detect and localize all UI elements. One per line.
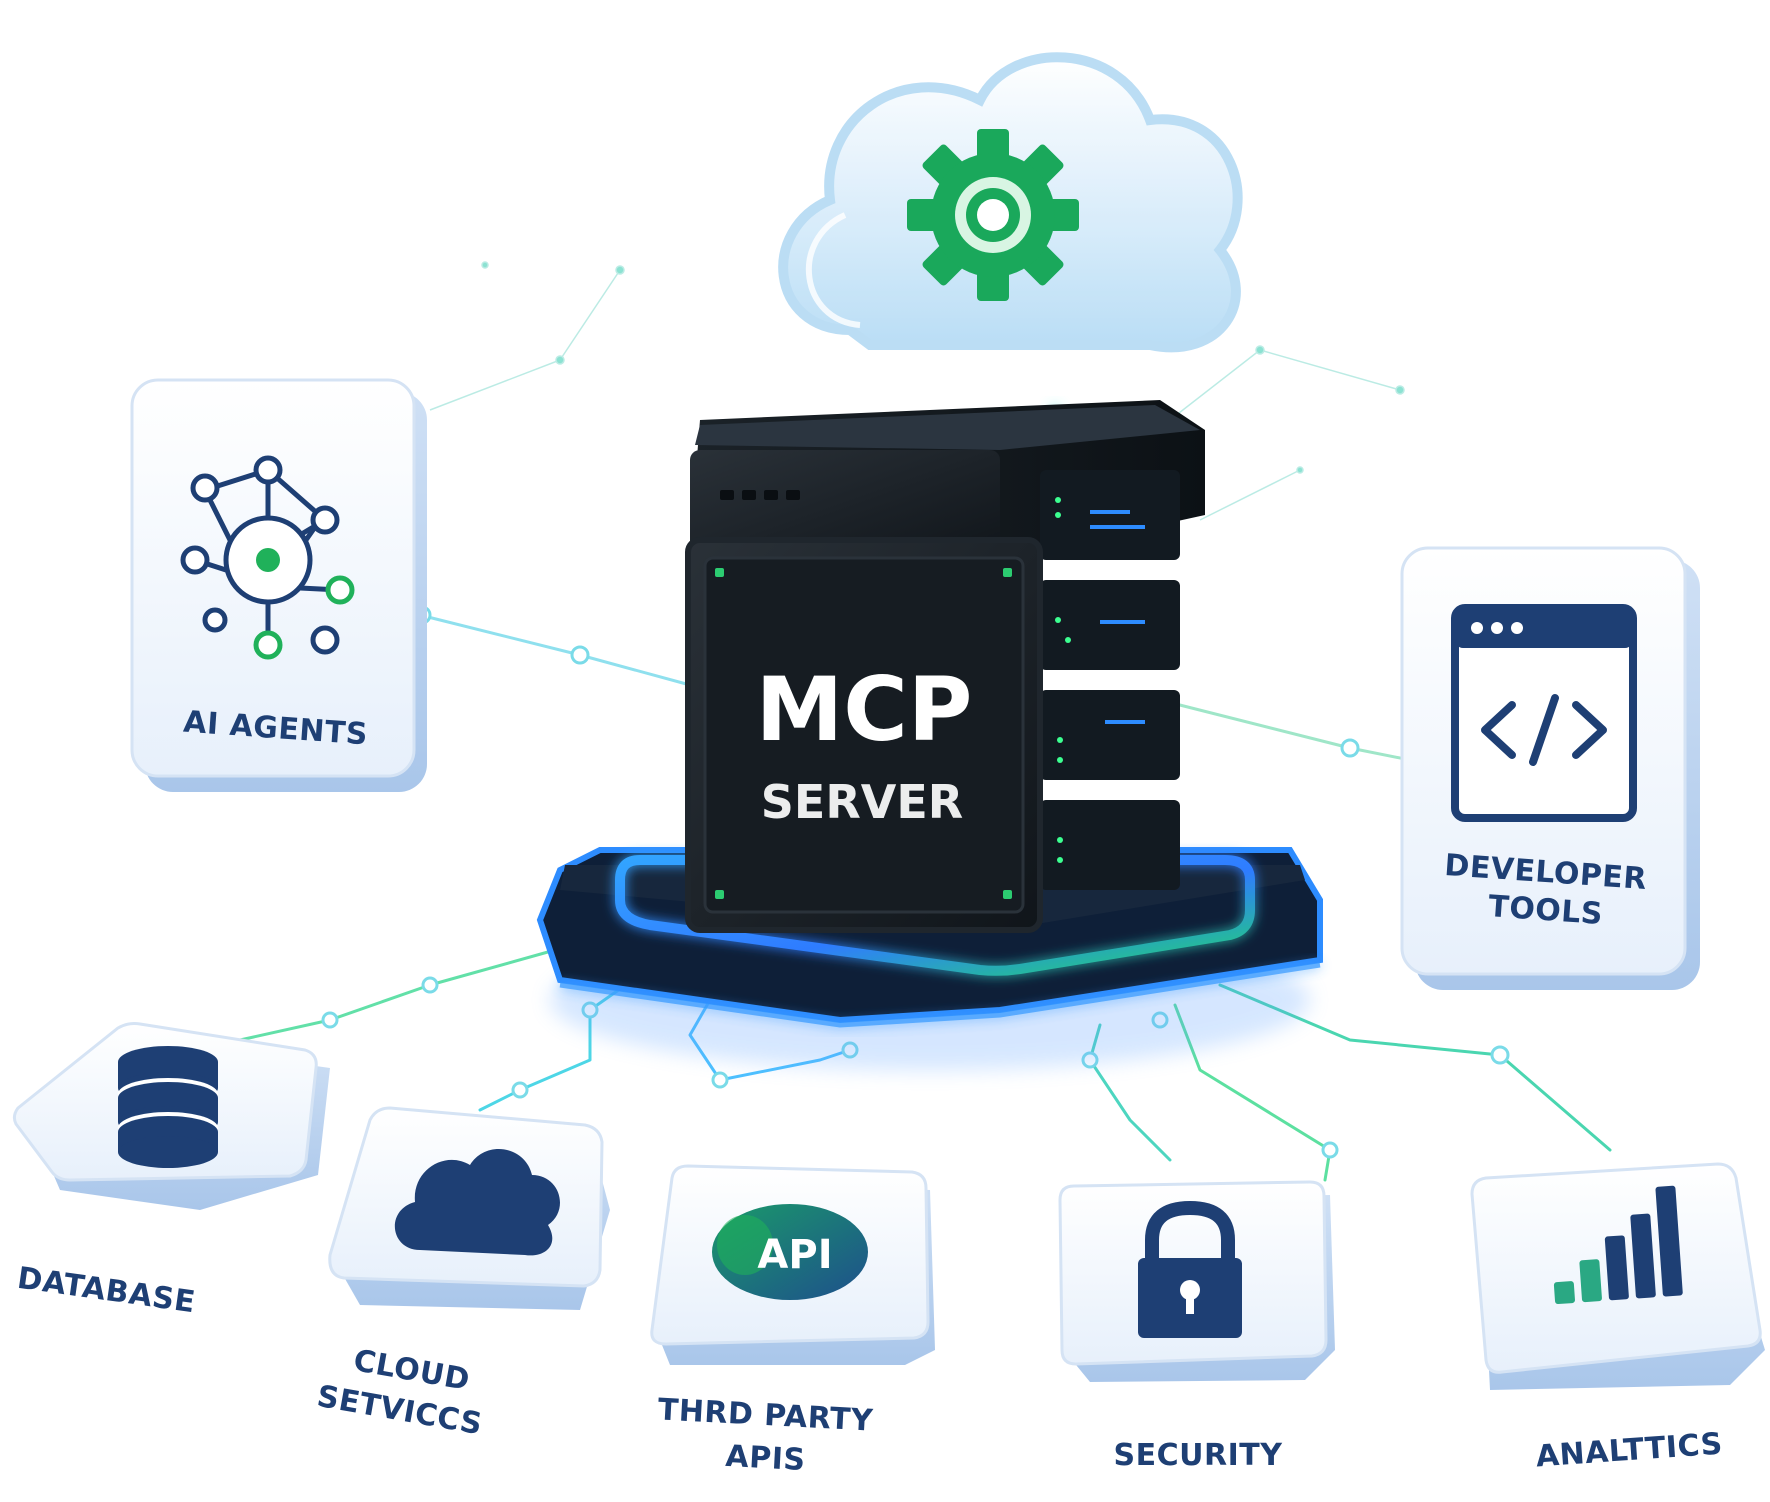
bar-chart-icon <box>1553 1185 1683 1305</box>
glow-ring <box>615 855 1255 976</box>
security-node[interactable]: SECURITY <box>1058 1180 1335 1473</box>
link-ai-agents <box>418 613 692 687</box>
link-developer-tools <box>1158 698 1412 762</box>
cloud-gear-node[interactable] <box>778 52 1243 353</box>
cloud-icon <box>394 1148 560 1256</box>
ai-network-icon <box>180 455 355 660</box>
api-badge-icon: API <box>712 1204 868 1300</box>
ai-agents-node[interactable]: AI AGENTS <box>130 378 427 792</box>
third-party-label-1: THRD PARTY <box>657 1392 875 1438</box>
mcp-server-tower[interactable]: MCP SERVER <box>685 400 1205 933</box>
link-database <box>238 948 557 1042</box>
server-subtitle: SERVER <box>761 775 963 829</box>
side-rack-lights <box>1040 470 1180 890</box>
api-badge-text: API <box>757 1232 832 1278</box>
analytics-node[interactable]: ANALTTICS <box>1470 1162 1765 1475</box>
security-label: SECURITY <box>1114 1438 1284 1473</box>
database-node[interactable]: DATABASE <box>12 1022 330 1321</box>
background-network <box>429 261 1405 521</box>
third-party-apis-node[interactable]: API THRD PARTY APIS <box>650 1164 935 1478</box>
developer-tools-label-2: TOOLS <box>1487 889 1604 932</box>
gear-icon <box>907 129 1079 301</box>
analytics-label: ANALTTICS <box>1535 1427 1724 1475</box>
code-window-icon <box>1451 604 1637 822</box>
top-unit-front <box>690 450 1000 560</box>
cloud-services-node[interactable]: CLOUD SETVICCS <box>314 1106 610 1442</box>
code-brackets-icon <box>1481 694 1607 766</box>
lock-icon <box>1138 1200 1242 1338</box>
database-label: DATABASE <box>15 1261 197 1321</box>
vent-slots <box>720 490 800 500</box>
third-party-label-2: APIS <box>725 1439 807 1478</box>
database-icon <box>118 1046 218 1168</box>
ai-core-icon <box>256 548 280 572</box>
server-title: MCP <box>756 658 973 761</box>
developer-tools-node[interactable]: DEVELOPER TOOLS <box>1400 546 1700 990</box>
